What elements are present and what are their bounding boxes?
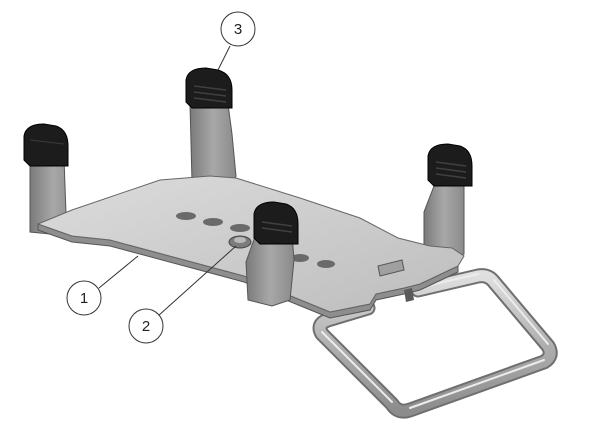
center-pivot: [228, 235, 252, 249]
rubber-cap-right: [427, 143, 473, 187]
wire-handle: [312, 268, 558, 419]
callout-3: 3: [217, 11, 256, 71]
callout-1: 1: [66, 255, 139, 316]
callout-2-label: 2: [142, 318, 150, 335]
bracket-front-center: [245, 233, 295, 307]
rubber-cap-back-left: [23, 123, 69, 167]
base-plate: [36, 175, 465, 319]
callout-3-label: 3: [234, 21, 242, 38]
callout-1-label: 1: [80, 290, 88, 307]
rubber-cap-3: [185, 67, 233, 109]
rubber-cap-front-center: [253, 201, 299, 245]
callout-2: 2: [128, 245, 237, 344]
